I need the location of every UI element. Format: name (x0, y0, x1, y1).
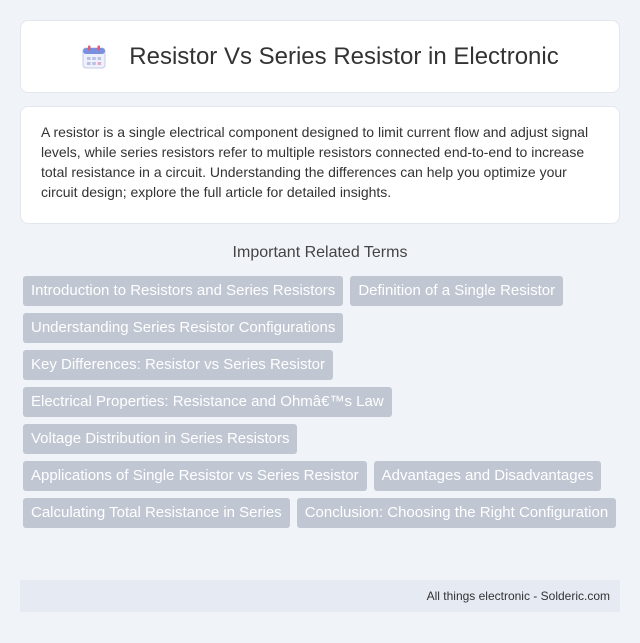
related-term-tag[interactable]: Definition of a Single Resistor (350, 276, 564, 306)
related-term-tag[interactable]: Calculating Total Resistance in Series (23, 498, 290, 528)
page-title: Resistor Vs Series Resistor in Electroni… (81, 42, 559, 71)
footer-text: All things electronic - Solderic.com (426, 589, 610, 603)
page-title-text: Resistor Vs Series Resistor in Electroni… (129, 42, 559, 70)
related-term-tag[interactable]: Advantages and Disadvantages (373, 461, 602, 491)
related-term-tag[interactable]: Conclusion: Choosing the Right Configura… (296, 498, 617, 528)
related-term-tag[interactable]: Electrical Properties: Resistance and Oh… (23, 387, 392, 417)
description-card: A resistor is a single electrical compon… (20, 106, 620, 224)
footer: All things electronic - Solderic.com (20, 580, 620, 612)
related-term-tag[interactable]: Applications of Single Resistor vs Serie… (23, 461, 367, 491)
title-card: Resistor Vs Series Resistor in Electroni… (20, 20, 620, 93)
related-term-tag[interactable]: Key Differences: Resistor vs Series Resi… (23, 350, 333, 380)
description-text: A resistor is a single electrical compon… (41, 124, 589, 200)
related-term-tag[interactable]: Voltage Distribution in Series Resistors (23, 424, 298, 454)
related-term-tag[interactable]: Understanding Series Resistor Configurat… (23, 313, 344, 343)
related-terms-list: Introduction to Resistors and Series Res… (23, 276, 623, 528)
related-term-tag[interactable]: Introduction to Resistors and Series Res… (23, 276, 344, 306)
calendar-icon (81, 44, 107, 70)
related-terms-heading: Important Related Terms (232, 244, 408, 261)
